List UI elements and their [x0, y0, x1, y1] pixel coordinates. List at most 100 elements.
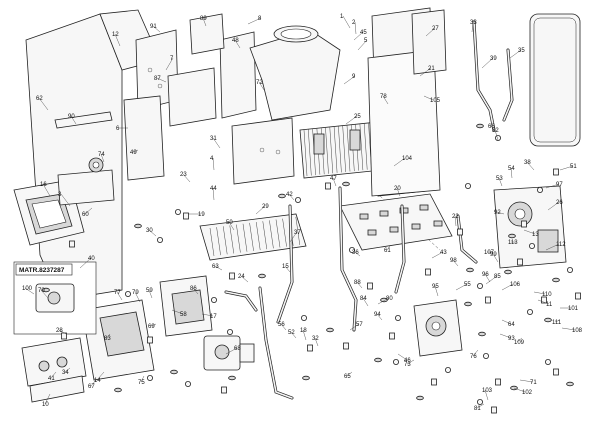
- callout-leader: [96, 371, 105, 381]
- callout-leader: [559, 165, 574, 171]
- callout-leader: [353, 31, 364, 41]
- callout-leader: [225, 347, 238, 355]
- callout-leader: [171, 309, 184, 315]
- flue-hood: [249, 25, 341, 121]
- callout-leader: [523, 229, 536, 235]
- callout-leader: [212, 137, 221, 149]
- callout-leader: [247, 17, 262, 25]
- callout-number: 3: [58, 192, 62, 198]
- callout-number: 13: [532, 232, 539, 238]
- callout-leader: [419, 67, 432, 77]
- callout-leader: [499, 333, 512, 339]
- callout-number: 51: [570, 164, 577, 170]
- pump-assembly: [493, 185, 567, 269]
- callout-number: 53: [496, 176, 503, 182]
- callout-number: 41: [48, 376, 55, 382]
- callout-leader: [50, 371, 57, 379]
- callout-leader: [90, 379, 97, 387]
- callout-leader: [397, 353, 408, 361]
- callout-leader: [192, 287, 199, 295]
- callout-number: 74: [98, 152, 105, 158]
- callout-leader: [516, 337, 523, 343]
- callout-leader: [356, 281, 363, 289]
- callout-number: 34: [62, 370, 69, 376]
- callout-number: 103: [482, 388, 493, 394]
- callout-number: 65: [344, 374, 351, 380]
- callout-number: 52: [288, 330, 295, 336]
- callout-number: 112: [556, 242, 566, 248]
- callout-leader: [481, 57, 494, 69]
- callout-number: 46: [404, 358, 411, 364]
- callout-leader: [288, 193, 295, 201]
- callout-leader: [510, 167, 513, 179]
- callout-number: 88: [354, 280, 361, 286]
- callout-leader: [134, 291, 141, 303]
- callout-number: 25: [354, 114, 361, 120]
- callout-number: 57: [356, 322, 363, 328]
- callout-labels: 1234567891011121314151617181920212223242…: [22, 14, 583, 412]
- callout-leader: [70, 115, 77, 125]
- callout-number: 28: [56, 328, 63, 334]
- callout-number: 23: [180, 172, 187, 178]
- heat-exchanger: [299, 121, 383, 179]
- callout-number: 92: [494, 210, 501, 216]
- callout-leader: [148, 289, 153, 299]
- callout-leader: [472, 349, 479, 357]
- callout-leader: [314, 337, 319, 347]
- callout-leader: [284, 265, 291, 273]
- callout-leader: [150, 323, 157, 327]
- callout-number: 71: [530, 380, 537, 386]
- callout-number: 82: [492, 128, 499, 134]
- callout-leader: [496, 211, 505, 215]
- callout-number: 7: [170, 56, 174, 62]
- callout-leader: [280, 323, 287, 331]
- callout-number: 100: [22, 286, 33, 292]
- callout-number: 91: [150, 24, 157, 30]
- callout-number: 6: [116, 126, 120, 132]
- callout-leader: [423, 95, 434, 101]
- callout-leader: [212, 157, 215, 171]
- callout-leader: [354, 21, 357, 35]
- callout-number: 107: [484, 250, 495, 256]
- callout-number: 61: [384, 248, 391, 254]
- callout-leader: [106, 333, 111, 339]
- callout-number: 15: [282, 264, 289, 270]
- callout-leader: [114, 33, 121, 47]
- callout-number: 32: [312, 336, 319, 342]
- callout-leader: [494, 129, 499, 141]
- callout-leader: [509, 49, 522, 59]
- callout-leader: [393, 157, 406, 167]
- callout-leader: [519, 379, 534, 383]
- callout-number: 11: [546, 302, 553, 308]
- small-components: [42, 123, 581, 414]
- callout-leader: [212, 187, 215, 201]
- callout-number: 68: [234, 346, 241, 352]
- callout-leader: [561, 327, 576, 331]
- callout-number: 19: [198, 212, 205, 218]
- callout-leader: [64, 367, 71, 373]
- callout-leader: [485, 275, 498, 285]
- callout-leader: [545, 243, 560, 251]
- callout-number: 10: [42, 402, 49, 408]
- callout-leader: [58, 329, 67, 335]
- callout-number: 75: [138, 380, 145, 386]
- gas-valve: [203, 335, 255, 371]
- callout-leader: [376, 313, 383, 321]
- callout-leader: [484, 273, 491, 283]
- callout-leader: [202, 17, 207, 27]
- callout-number: 56: [278, 322, 285, 328]
- callout-number: 42: [286, 192, 293, 198]
- callout-leader: [148, 229, 157, 237]
- callout-leader: [354, 251, 361, 257]
- callout-leader: [332, 177, 337, 187]
- callout-number: 5: [364, 38, 368, 44]
- callout-leader: [345, 115, 358, 125]
- callout-leader: [44, 393, 51, 405]
- callout-leader: [302, 329, 307, 341]
- callout-number: 78: [380, 94, 387, 100]
- pipework: [224, 20, 514, 400]
- callout-number: 47: [330, 176, 337, 182]
- callout-number: 83: [104, 336, 111, 342]
- callout-leaders: [24, 15, 576, 409]
